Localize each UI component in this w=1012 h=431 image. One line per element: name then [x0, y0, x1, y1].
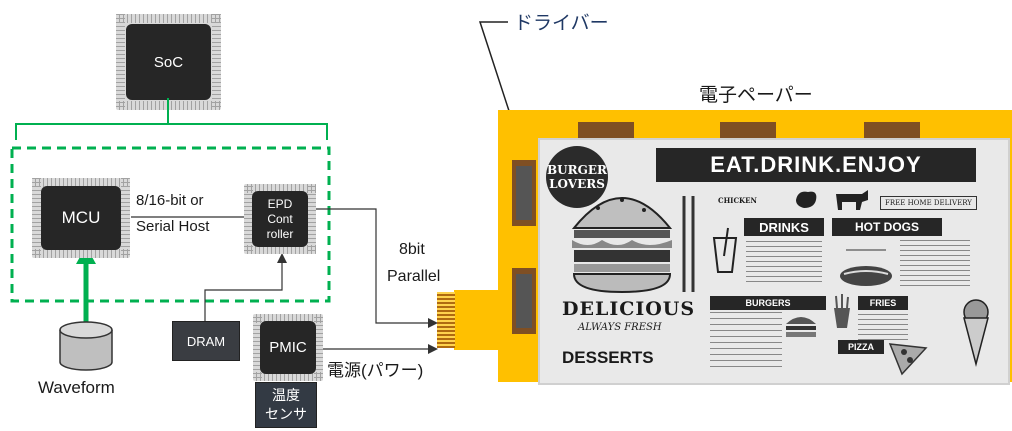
burger-line2: LOVERS: [549, 177, 605, 191]
power-label: 電源(パワー): [327, 361, 424, 380]
parallel-bus-line: [316, 208, 430, 324]
driver-ic-left-1: [512, 160, 536, 226]
burger-lovers-badge: BURGER LOVERS: [546, 146, 608, 208]
burger-illustration: [571, 197, 673, 294]
hot-dogs-text-block: [900, 240, 970, 290]
drinks-text-block: [746, 240, 822, 286]
burgers-text-block: [710, 312, 782, 372]
soc-boundary-dashed: [10, 146, 331, 303]
power-arrowhead: [428, 344, 438, 354]
driver-ic-left-2: [512, 268, 536, 334]
mcu-label: MCU: [61, 208, 101, 227]
pmic-label: PMIC: [269, 339, 307, 356]
epaper-label: 電子ペーパー: [699, 85, 813, 106]
soc-brace: [15, 98, 328, 140]
menu-title: EAT.DRINK.ENJOY: [710, 152, 922, 177]
menu-title-bar: EAT.DRINK.ENJOY: [656, 148, 976, 182]
desserts-text: DESSERTS: [562, 348, 654, 367]
parallel-arrowhead: [428, 318, 438, 328]
dram-block: DRAM: [172, 321, 240, 361]
always-fresh-text: ALWAYS FRESH: [578, 322, 662, 333]
host-bus-label-line2: Serial Host: [136, 218, 210, 235]
parallel-label-line1: 8bit: [399, 241, 425, 258]
chicken-icon: [796, 191, 817, 208]
flex-connector-pins: [437, 292, 455, 348]
temp-label-line1: 温度: [272, 387, 300, 403]
burgers-header: BURGERS: [710, 296, 826, 310]
pmic-chip: PMIC: [260, 321, 316, 374]
drink-glass-icon: [712, 227, 738, 273]
hot-dogs-label: HOT DOGS: [854, 220, 919, 234]
dram-line: [204, 260, 283, 322]
epd-controller-frame: EPD Cont roller: [244, 184, 316, 254]
temperature-sensor-block: 温度 センサ: [255, 382, 317, 428]
epd-controller-chip: EPD Cont roller: [252, 191, 308, 247]
soc-chip-frame: SoC: [116, 14, 221, 110]
soc-chip: SoC: [126, 24, 211, 100]
fries-label: FRIES: [869, 298, 897, 308]
burger-line1: BURGER: [547, 163, 607, 177]
fries-text-block: [858, 314, 908, 344]
ice-cream-icon: [963, 299, 989, 367]
driver-label: ドライバー: [514, 13, 609, 34]
small-burger-icon: [786, 317, 816, 337]
hot-dogs-header: HOT DOGS: [832, 218, 942, 236]
host-bus-label: 8/16-bit or Serial Host: [136, 188, 209, 240]
mcu-chip-frame: MCU: [32, 178, 130, 258]
burgers-label: BURGERS: [745, 298, 791, 308]
epd-label-line3: roller: [266, 226, 294, 241]
chicken-text: CHICKEN: [718, 196, 757, 205]
delicious-text: DELICIOUS: [562, 298, 696, 320]
mcu-chip: MCU: [41, 186, 121, 250]
drinks-header: DRINKS: [744, 218, 824, 236]
epd-label-line2: Cont: [267, 211, 293, 226]
drinks-label: DRINKS: [759, 219, 809, 235]
dram-label: DRAM: [186, 333, 226, 349]
free-delivery-badge: FREE HOME DELIVERY: [880, 196, 977, 210]
cutlery-icon: [682, 196, 695, 292]
parallel-bus-label: 8bit Parallel: [387, 236, 440, 290]
fries-header: FRIES: [858, 296, 908, 310]
epaper-display: BURGER LOVERS DELICIOUS ALWAYS FRESH DES…: [538, 138, 1010, 385]
hot-dog-icon: [840, 249, 892, 286]
dram-arrowhead: [277, 253, 287, 263]
cow-icon: [836, 190, 868, 210]
pizza-header: PIZZA: [838, 340, 884, 354]
parallel-label-line2: Parallel: [387, 268, 441, 285]
pmic-chip-frame: PMIC: [253, 314, 323, 381]
soc-label: SoC: [153, 53, 184, 71]
flex-cable: [454, 290, 500, 350]
host-bus-label-line1: 8/16-bit or: [136, 192, 204, 209]
pizza-icon: [888, 343, 928, 376]
pizza-label: PIZZA: [848, 342, 874, 352]
epd-label-line1: EPD: [267, 196, 293, 211]
fries-icon: [834, 294, 850, 328]
waveform-database-icon: [59, 321, 113, 371]
temp-label-line2: センサ: [265, 406, 307, 422]
waveform-label: Waveform: [38, 378, 115, 397]
